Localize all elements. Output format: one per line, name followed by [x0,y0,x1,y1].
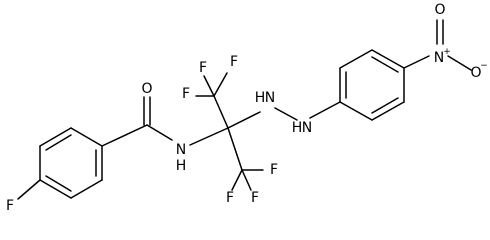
bond-ring1-e [70,179,103,199]
molecule-structure: F O N H F F F F F F H N H N N + O − O [6,2,488,214]
bonds [17,19,472,200]
atom-cf3-bottom-f3: F [226,190,234,206]
bond-ring2-f [339,101,373,121]
bond-central-n1 [227,111,261,129]
bond-ring1-b [39,127,72,147]
atom-hydrazine-n1: N [265,90,275,106]
bond-ring1-f [39,179,72,199]
atom-nitro-n-charge: + [443,47,451,57]
atom-cf3-bottom-f1: F [270,162,278,178]
bond-ring1-b-inner [45,134,72,151]
bond-ring-carbonyl [101,124,148,147]
bond-ring2-c [371,49,405,69]
atom-hydrazine-n2-h: H [292,120,303,136]
bond-ring1-c [70,127,103,147]
bond-central-cf3-bottom [227,127,243,171]
atom-nitro-o-charge: − [480,61,488,71]
bond-ring2-e [371,101,405,121]
atom-amide-nitrogen: N [176,142,186,158]
atom-hydrazine-n2: N [302,120,312,136]
atom-labels: F O N H F F F F F F H N H N N + O − O [6,2,488,214]
bond-cf3top-f3 [203,75,215,97]
bond-cf3top-f2 [213,72,228,97]
atom-hydrazine-n1-h: H [255,90,266,106]
atom-cf3-top-f2: F [230,54,238,70]
atom-amide-hydrogen: H [176,158,187,174]
bond-central-cf3-top [213,95,229,129]
bond-ring2-c-inner [371,56,399,73]
atom-nitro-o-double: O [434,2,445,18]
atom-nitro-o-single: O [470,65,481,81]
atom-fluoro-aryl: F [6,198,14,214]
bond-cf3bot-f2 [241,169,252,191]
bond-ring1-f-inner [45,175,72,192]
bond-cf3bot-f3 [231,169,243,191]
atom-nitro-n: N [434,50,444,66]
atom-cf3-top-f3: F [199,60,207,76]
structure-canvas: F O N H F F F F F F H N H N N + O − O [6,2,488,214]
atom-cf3-bottom-f2: F [251,190,259,206]
bond-n2-ring [309,101,341,119]
bond-carbonyl-n [146,124,173,141]
bond-ring2-e-inner [371,97,399,114]
atom-carbonyl-oxygen: O [141,81,152,97]
bond-ring2-b [339,49,373,69]
bond-aryl-f [17,179,41,200]
atom-cf3-top-f1: F [182,86,190,102]
bond-ring-nitro [403,55,430,69]
bond-n1-n2 [274,107,298,121]
bond-n-central [189,127,229,146]
bond-nitro-o-single [447,55,472,71]
